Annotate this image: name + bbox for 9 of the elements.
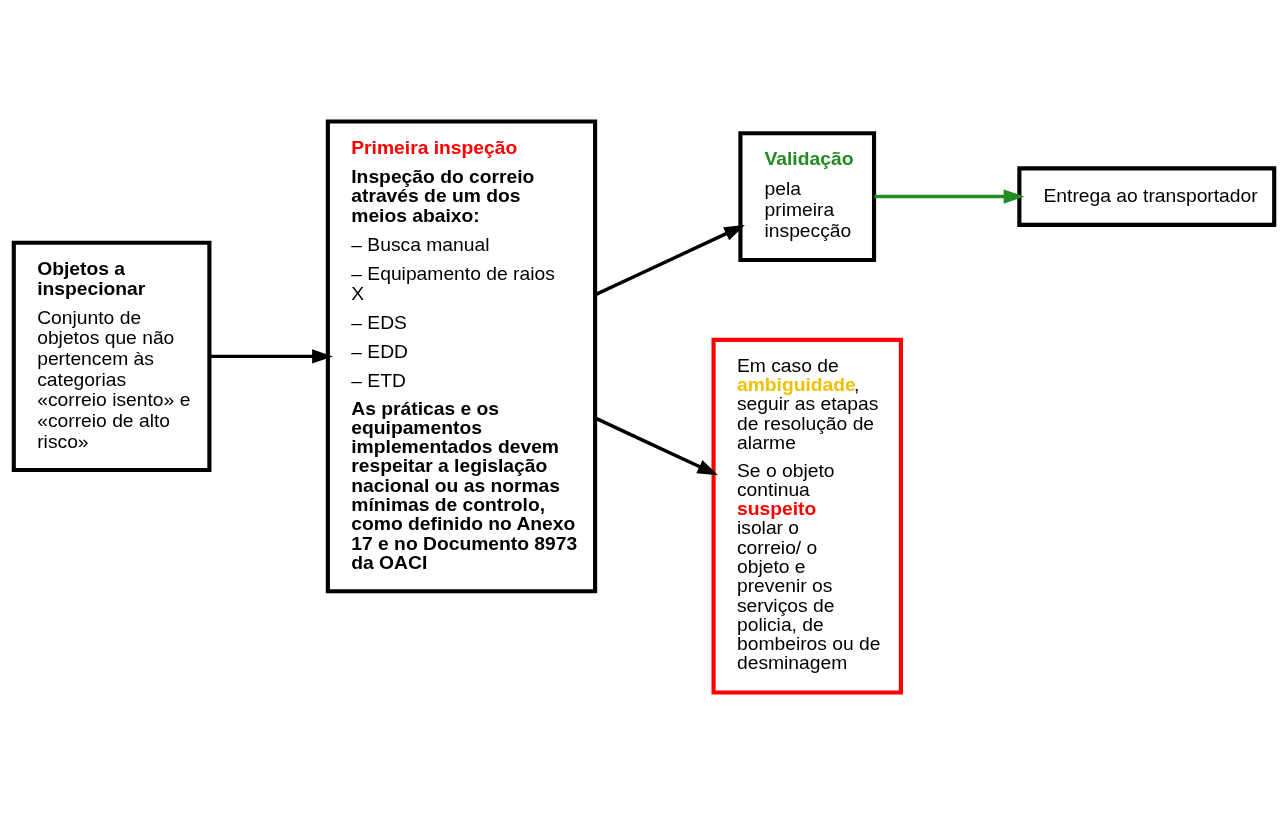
- node-box: Em caso de ambiguidade, seguir as etapas de resolução de alarme Se o objeto continua suspeito isolar o correio/ o objeto e prevenir os serviços de policia, de bombeiros ou de desminagem: [711, 337, 903, 695]
- arrow: [209, 348, 333, 364]
- node-box: Primeira inspeção Inspeção do correio através de um dos meios abaixo: – Busca manual – Equipamento de raios X – EDS – EDD – ETD As práticas e os equipamentos implementados devem respeitar a legislação nacional ou as normas mínimas de controlo, como definido no Anexo 17 e no Documento 8973 da OACI: [325, 118, 598, 593]
- arrow: [594, 416, 719, 475]
- arrow: [594, 224, 745, 296]
- node-box: Objetos a inspecionar Conjunto de objetos que não pertencem às categorias «correio isento» e «correio de alto risco»: [11, 240, 212, 472]
- arrow: [874, 188, 1025, 204]
- node-box: Validação pela primeira inspecção: [738, 130, 877, 262]
- node-box: Entrega ao transportador: [1017, 165, 1277, 227]
